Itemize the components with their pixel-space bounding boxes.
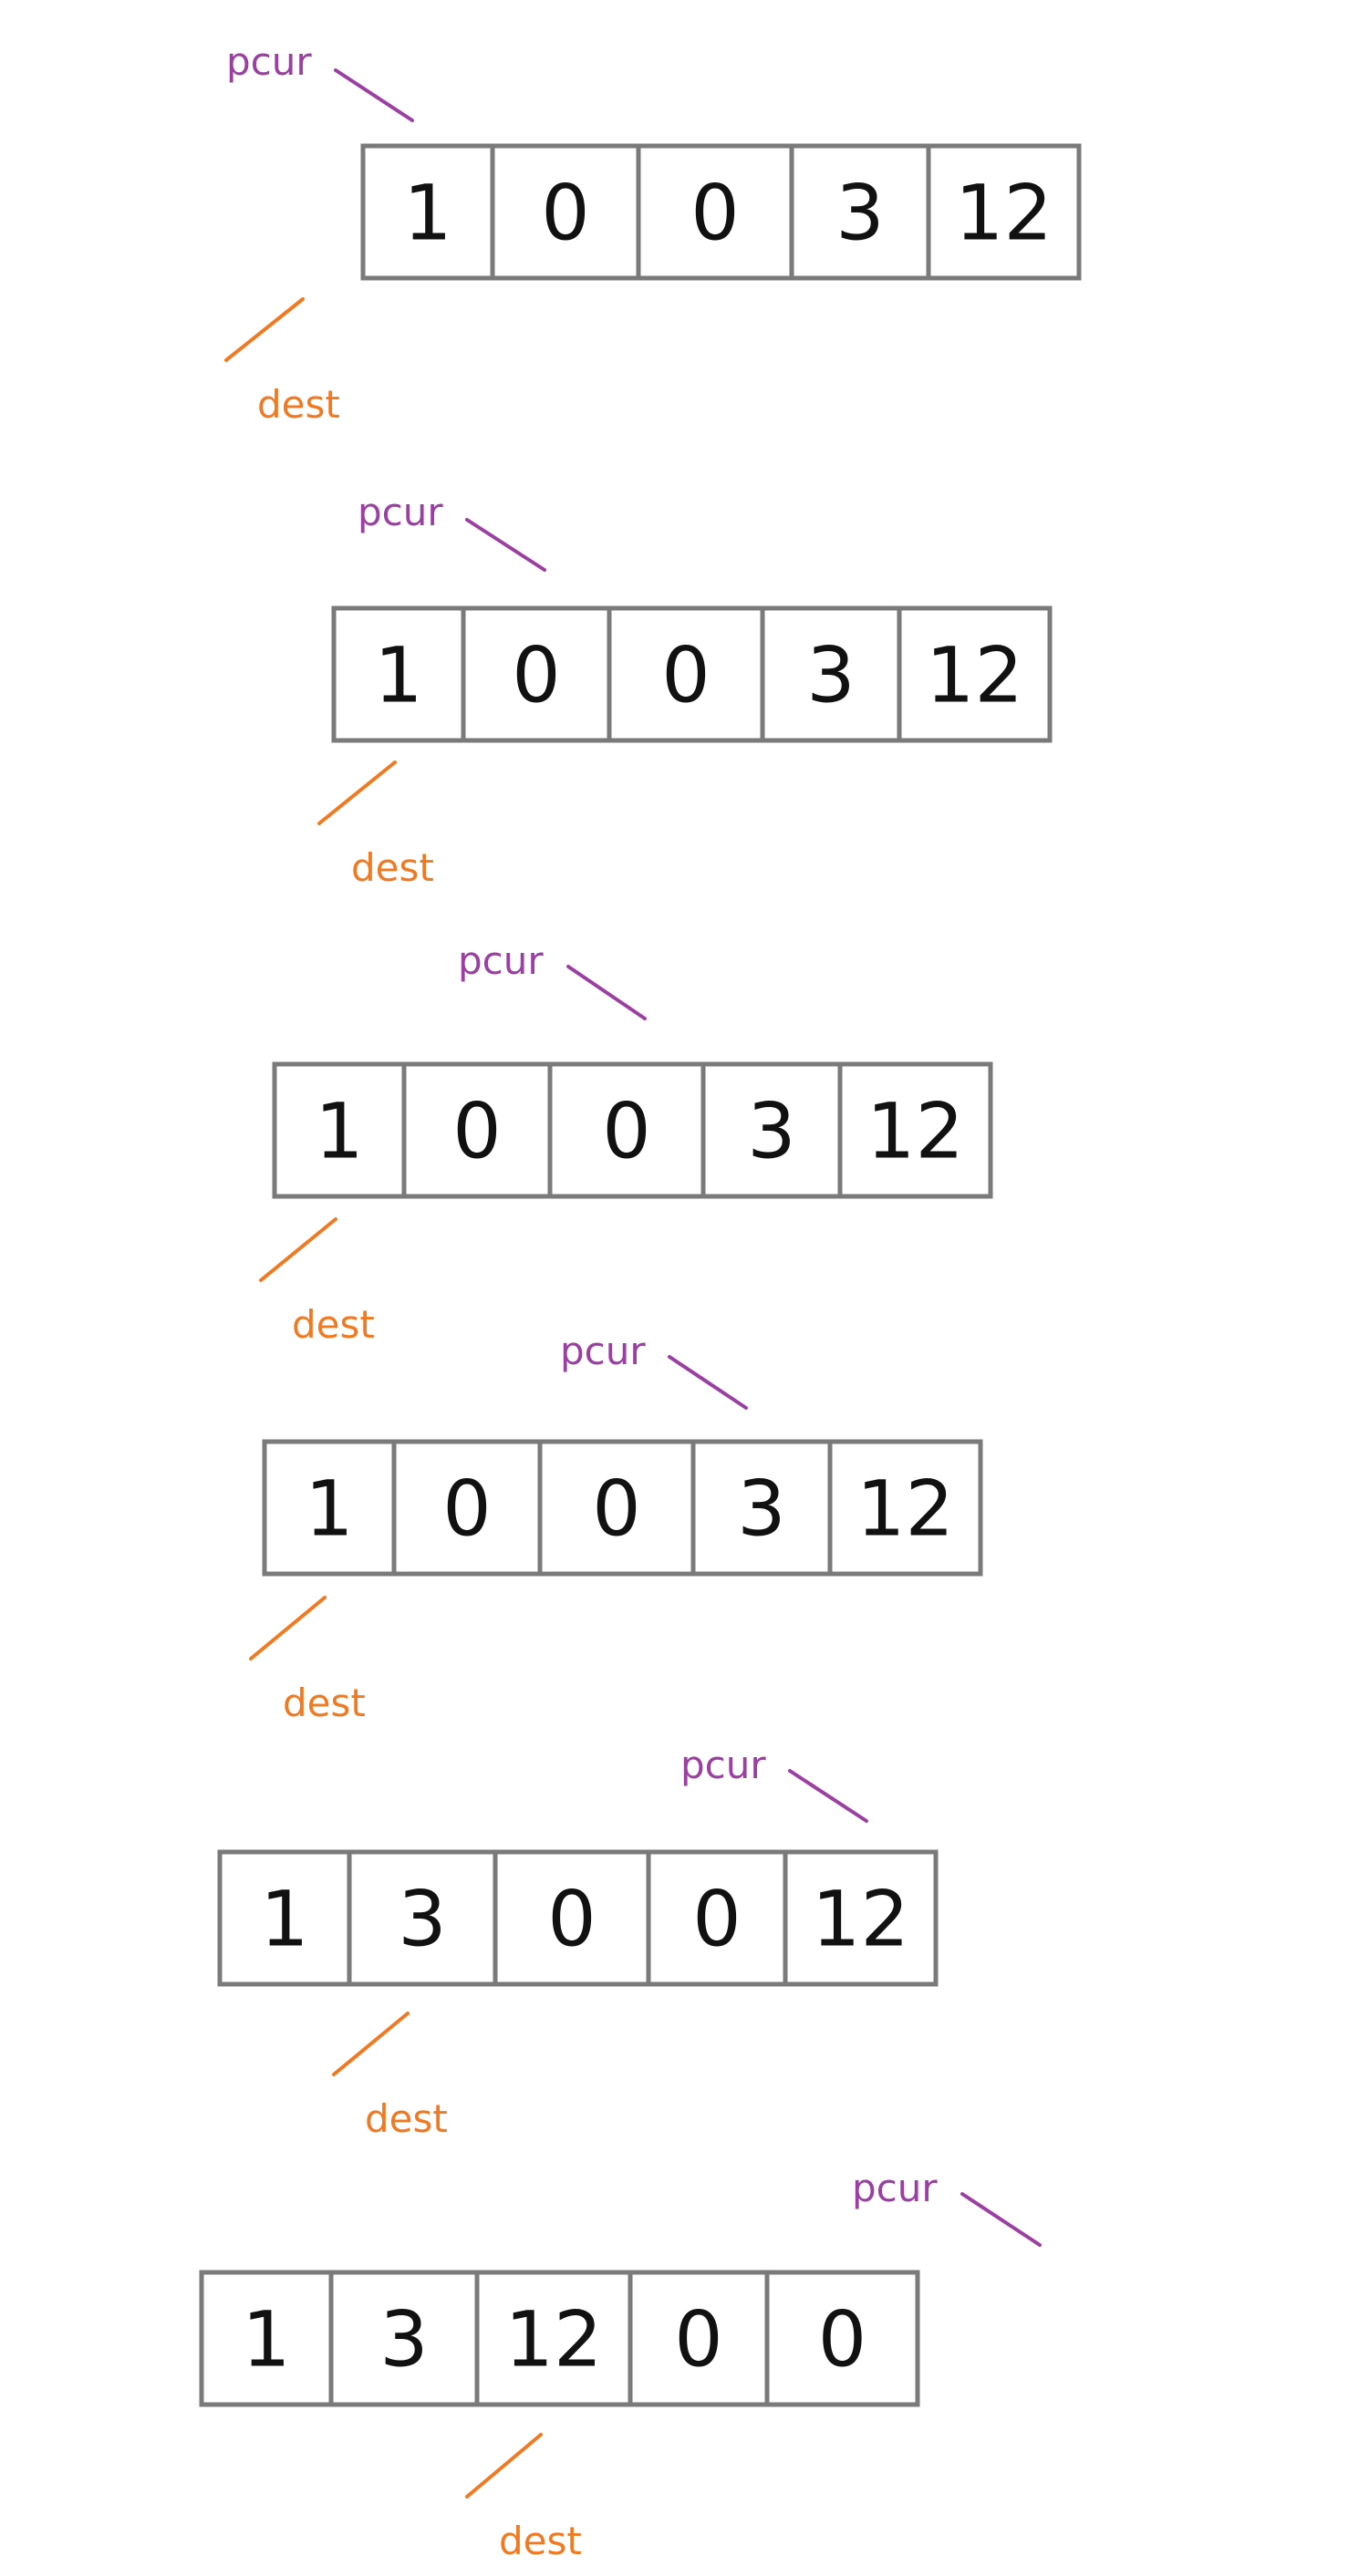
array-row: 1 0 0 3 12 <box>331 605 1053 743</box>
pcur-pointer-line <box>566 965 647 1020</box>
dest-pointer-line <box>224 297 305 362</box>
array-cell-value: 3 <box>806 631 855 720</box>
array-cell-value: 12 <box>856 1464 954 1554</box>
array-cell-value: 12 <box>505 2295 603 2385</box>
array-cell-value: 12 <box>866 1087 964 1176</box>
array-cell <box>783 1849 939 1987</box>
array-cell <box>391 1439 543 1577</box>
pcur-label: pcur <box>358 490 443 534</box>
array-cell-value: 1 <box>242 2295 290 2385</box>
array-cell-value: 0 <box>512 631 560 720</box>
array-cell-value: 3 <box>379 2295 428 2385</box>
array-cell <box>607 605 765 743</box>
dest-label: dest <box>257 382 340 427</box>
array-cell <box>628 2270 770 2407</box>
dest-pointer-line <box>332 2012 410 2076</box>
dest-pointer-line <box>465 2433 543 2498</box>
array-cell-value: 3 <box>398 1875 446 1964</box>
dest-pointer-line <box>317 760 397 825</box>
array-cell <box>474 2270 633 2407</box>
array-cell-value: 0 <box>442 1464 491 1554</box>
array-cell-value: 3 <box>737 1464 785 1554</box>
array-cell <box>493 1849 651 1987</box>
array-cell <box>837 1061 993 1199</box>
dest-label: dest <box>365 2096 448 2141</box>
dest-pointer-line <box>259 1217 337 1282</box>
array-cell <box>401 1061 553 1199</box>
step-1: 1 0 0 3 12 pcur dest <box>224 39 1082 427</box>
array-cell-value: 1 <box>305 1464 353 1554</box>
array-cell-value: 1 <box>403 169 451 258</box>
pcur-pointer-line <box>334 68 414 122</box>
array-cell-value: 1 <box>315 1087 363 1176</box>
array-cell-value: 0 <box>592 1464 640 1554</box>
array-cell-value: 12 <box>812 1875 909 1964</box>
pcur-label: pcur <box>680 1743 766 1787</box>
array-cell <box>331 605 466 743</box>
array-cell-value: 3 <box>747 1087 795 1176</box>
array-cell <box>690 1439 833 1577</box>
array-row: 1 3 0 0 12 <box>217 1849 939 1987</box>
array-cell-value: 0 <box>547 1875 596 1964</box>
array-row: 1 0 0 3 12 <box>360 143 1082 281</box>
array-cell-value: 0 <box>602 1087 650 1176</box>
array-cell-value: 0 <box>692 1875 741 1964</box>
step-5: 1 3 0 0 12 pcur dest <box>217 1743 939 2141</box>
array-cell-value: 3 <box>835 169 884 258</box>
array-cell <box>547 1061 706 1199</box>
pcur-label: pcur <box>226 39 312 84</box>
array-cell <box>636 143 794 281</box>
pcur-label: pcur <box>560 1329 646 1373</box>
array-cell-value: 12 <box>926 631 1023 720</box>
array-cell <box>461 605 612 743</box>
array-cell <box>764 2270 920 2407</box>
array-cell-value: 0 <box>452 1087 501 1176</box>
dest-label: dest <box>292 1302 375 1347</box>
array-cell-value: 0 <box>674 2295 722 2385</box>
pcur-label: pcur <box>852 2166 938 2210</box>
dest-label: dest <box>283 1681 366 1725</box>
step-2: 1 0 0 3 12 pcur dest <box>317 490 1053 890</box>
pcur-pointer-line <box>960 2192 1042 2247</box>
array-cell-value: 1 <box>260 1875 308 1964</box>
array-cell-value: 12 <box>955 169 1053 258</box>
array-cell-value: 0 <box>661 631 710 720</box>
array-cell-value: 0 <box>690 169 739 258</box>
array-cell <box>760 605 902 743</box>
array-cell <box>490 143 641 281</box>
pcur-pointer-line <box>788 1769 868 1823</box>
dest-label: dest <box>351 845 434 890</box>
array-cell <box>347 1849 498 1987</box>
pcur-label: pcur <box>458 938 544 983</box>
array-cell-value: 1 <box>374 631 422 720</box>
array-cell <box>360 143 495 281</box>
array-cell <box>926 143 1082 281</box>
array-cell <box>217 1849 352 1987</box>
pcur-pointer-line <box>465 518 546 572</box>
array-cell <box>262 1439 397 1577</box>
pcur-pointer-line <box>668 1355 748 1410</box>
array-cell <box>897 605 1053 743</box>
dest-pointer-line <box>249 1596 327 1660</box>
array-cell <box>700 1061 843 1199</box>
array-cell-value: 0 <box>818 2295 866 2385</box>
array-cell-value: 0 <box>541 169 589 258</box>
array-cell <box>827 1439 983 1577</box>
dest-label: dest <box>499 2519 582 2563</box>
array-cell <box>328 2270 480 2407</box>
